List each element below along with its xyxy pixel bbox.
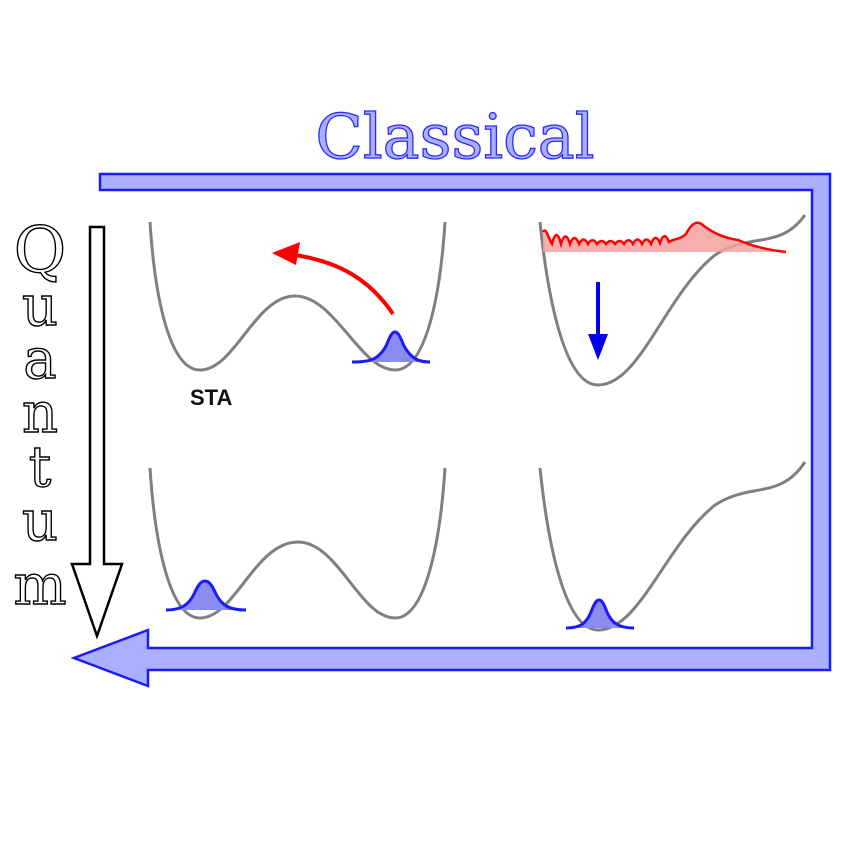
blue-arrowhead	[588, 334, 608, 360]
double-well-potential	[148, 467, 447, 620]
sta-label: STA	[190, 385, 232, 410]
red-curved-arrow-shaft	[294, 253, 395, 316]
quantum-letter: t	[29, 435, 52, 500]
classical-distribution-outline	[541, 221, 787, 254]
quantum-letter: u	[22, 489, 58, 554]
panel-top-right	[538, 214, 807, 387]
wavepacket	[166, 581, 246, 610]
classical-frame-arrow	[70, 172, 832, 688]
wavepacket-outline	[165, 579, 247, 612]
panel-bottom-right	[538, 461, 807, 632]
tilted-potential	[538, 214, 807, 387]
classical-label: Classical	[315, 100, 594, 173]
red-arrowhead	[272, 242, 300, 265]
panel-bottom-left	[148, 467, 447, 620]
wavepacket-outline	[565, 598, 635, 630]
wavepacket	[566, 600, 634, 628]
panel-top-left: STA	[148, 221, 447, 410]
quantum-letter: u	[22, 274, 58, 339]
quantum-letter: m	[13, 553, 66, 618]
wavepacket	[352, 332, 430, 362]
quantum-letter: Q	[14, 214, 66, 288]
quantum-arrow	[70, 225, 124, 640]
tilted-potential	[538, 461, 807, 632]
wavepacket-outline	[351, 330, 431, 364]
double-well-potential	[148, 221, 447, 372]
quantum-letter: a	[23, 327, 56, 392]
quantum-letter: n	[22, 381, 58, 446]
